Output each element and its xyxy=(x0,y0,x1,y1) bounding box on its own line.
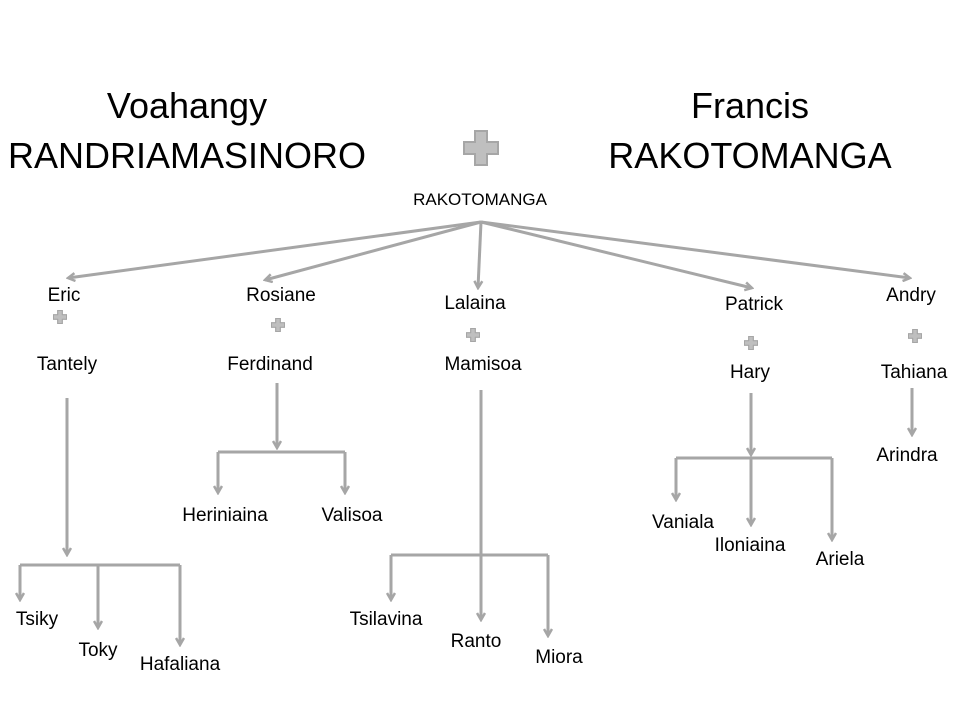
child-name: Patrick xyxy=(724,294,784,315)
child-name: Rosiane xyxy=(246,285,316,306)
child-name: Lalaina xyxy=(444,293,506,314)
mother-last-name: RANDRIAMASINORO xyxy=(7,135,367,176)
grandchild-name: Tsiky xyxy=(15,609,59,630)
grandchild-name: Heriniaina xyxy=(182,505,268,526)
grandchild-name: Ranto xyxy=(450,631,502,652)
plus-icon xyxy=(908,329,922,343)
family-name: RAKOTOMANGA xyxy=(413,190,547,209)
spouse-name: Tahiana xyxy=(880,362,948,383)
grandchild-name: Toky xyxy=(78,640,118,661)
plus-icon xyxy=(744,336,758,350)
father-last-name: RAKOTOMANGA xyxy=(608,135,892,176)
spouse-name: Mamisoa xyxy=(444,354,522,375)
arrow-to-eric xyxy=(68,220,482,278)
grandchild-name: Tsilavina xyxy=(349,609,423,630)
father-first-name: Francis xyxy=(690,85,810,126)
spouse-name: Tantely xyxy=(36,354,98,375)
plus-icon xyxy=(466,328,480,342)
arrow-to-lalaina xyxy=(478,221,481,288)
child-name: Eric xyxy=(47,285,81,306)
spouse-name: Ferdinand xyxy=(227,354,313,375)
spouse-name: Hary xyxy=(729,362,771,383)
arrow-to-rosiane xyxy=(265,220,482,280)
plus-icon xyxy=(271,318,285,332)
grandchild-name: Hafaliana xyxy=(139,654,221,675)
grandchild-name: Arindra xyxy=(876,445,938,466)
mother-first-name: Voahangy xyxy=(106,85,268,126)
arrow-to-andry xyxy=(480,220,910,278)
grandchild-name: Iloniaina xyxy=(714,535,786,556)
grandchild-name: Ariela xyxy=(815,549,865,570)
grandchild-name: Valisoa xyxy=(321,505,383,526)
plus-icon xyxy=(463,130,499,166)
grandchild-name: Miora xyxy=(535,647,583,668)
child-name: Andry xyxy=(886,285,936,306)
grandchild-name: Vaniala xyxy=(652,512,714,533)
plus-icon xyxy=(53,310,67,324)
arrow-to-patrick xyxy=(480,220,752,288)
